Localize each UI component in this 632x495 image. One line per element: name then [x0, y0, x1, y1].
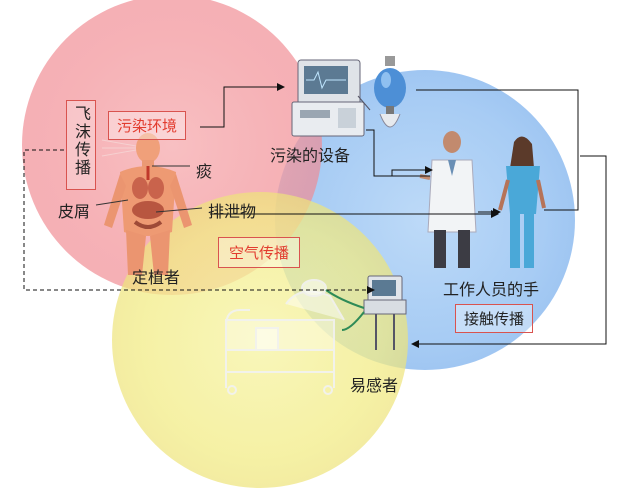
- transmission-arrows: [23, 83, 607, 348]
- nurse-icon: [498, 136, 546, 268]
- medical-monitor-icon: [291, 59, 371, 137]
- contaminated-environment-label: 污染环境: [108, 111, 187, 140]
- droplet-label: 飞沫传播: [66, 100, 96, 190]
- contaminated-equipment-label: 污染的设备: [270, 146, 351, 165]
- excreta-label: 排泄物: [208, 202, 257, 221]
- airborne-label: 空气传播: [218, 237, 301, 268]
- contact-label: 接触传播: [455, 304, 534, 333]
- susceptible-label: 易感者: [350, 376, 399, 395]
- excreta-pointer: [155, 207, 203, 213]
- resuscitator-bag-icon: [374, 56, 406, 128]
- staff-hands-label: 工作人员的手: [443, 280, 540, 299]
- sputum-label: 痰: [196, 162, 213, 181]
- yellow-zone-circle: [112, 192, 408, 488]
- patient-monitor-icon: [325, 275, 407, 350]
- hospital-bed-icon: [225, 279, 345, 395]
- colonized-person-label: 定植者: [132, 268, 181, 287]
- human-organs-icon: [104, 133, 192, 275]
- skin-flakes-label: 皮屑: [58, 202, 91, 221]
- droplet-spray: [101, 139, 137, 157]
- skin-pointer: [95, 199, 129, 206]
